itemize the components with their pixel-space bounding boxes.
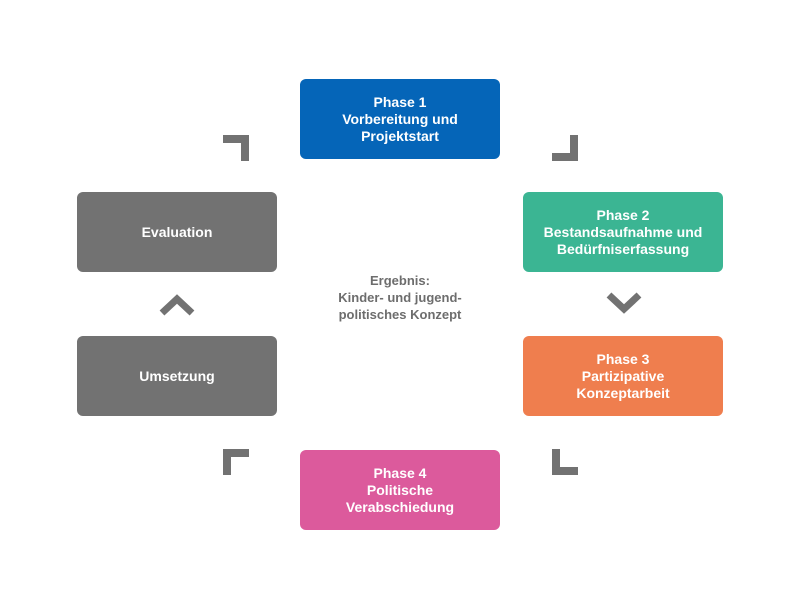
umsetzung-box: Umsetzung bbox=[77, 336, 277, 416]
result-text: Ergebnis: Kinder- und jugend- politische… bbox=[300, 272, 500, 323]
corner-arrow-top-right-icon bbox=[552, 135, 578, 161]
phase-4-title: Phase 4 bbox=[373, 464, 427, 481]
phase-1-title: Phase 1 bbox=[373, 93, 427, 110]
phase-1-line-2: Projektstart bbox=[361, 127, 439, 144]
evaluation-label: Evaluation bbox=[141, 223, 213, 240]
phase-3-box: Phase 3 Partizipative Konzeptarbeit bbox=[523, 336, 723, 416]
phase-4-box: Phase 4 Politische Verabschiedung bbox=[300, 450, 500, 530]
phase-3-title: Phase 3 bbox=[596, 350, 650, 367]
phase-3-line-1: Partizipative bbox=[581, 367, 665, 384]
result-line-2: Kinder- und jugend- bbox=[338, 290, 462, 305]
phase-3-line-2: Konzeptarbeit bbox=[576, 384, 670, 401]
corner-arrow-top-left-icon bbox=[223, 135, 249, 161]
phase-2-title: Phase 2 bbox=[596, 206, 650, 223]
chevron-down-icon bbox=[606, 292, 642, 314]
result-line-3: politisches Konzept bbox=[338, 307, 462, 322]
result-line-1: Ergebnis: bbox=[370, 273, 430, 288]
chevron-up-icon bbox=[159, 294, 195, 316]
phase-1-box: Phase 1 Vorbereitung und Projektstart bbox=[300, 79, 500, 159]
phase-2-box: Phase 2 Bestandsaufnahme und Bedürfniser… bbox=[523, 192, 723, 272]
phase-4-line-2: Verabschiedung bbox=[345, 498, 455, 515]
evaluation-box: Evaluation bbox=[77, 192, 277, 272]
phase-2-line-2: Bedürfniserfassung bbox=[556, 240, 690, 257]
umsetzung-label: Umsetzung bbox=[139, 367, 215, 384]
phase-1-line-1: Vorbereitung und bbox=[342, 110, 458, 127]
corner-arrow-bottom-right-icon bbox=[552, 449, 578, 475]
phase-4-line-1: Politische bbox=[366, 481, 434, 498]
phase-2-line-1: Bestandsaufnahme und bbox=[543, 223, 703, 240]
corner-arrow-bottom-left-icon bbox=[223, 449, 249, 475]
